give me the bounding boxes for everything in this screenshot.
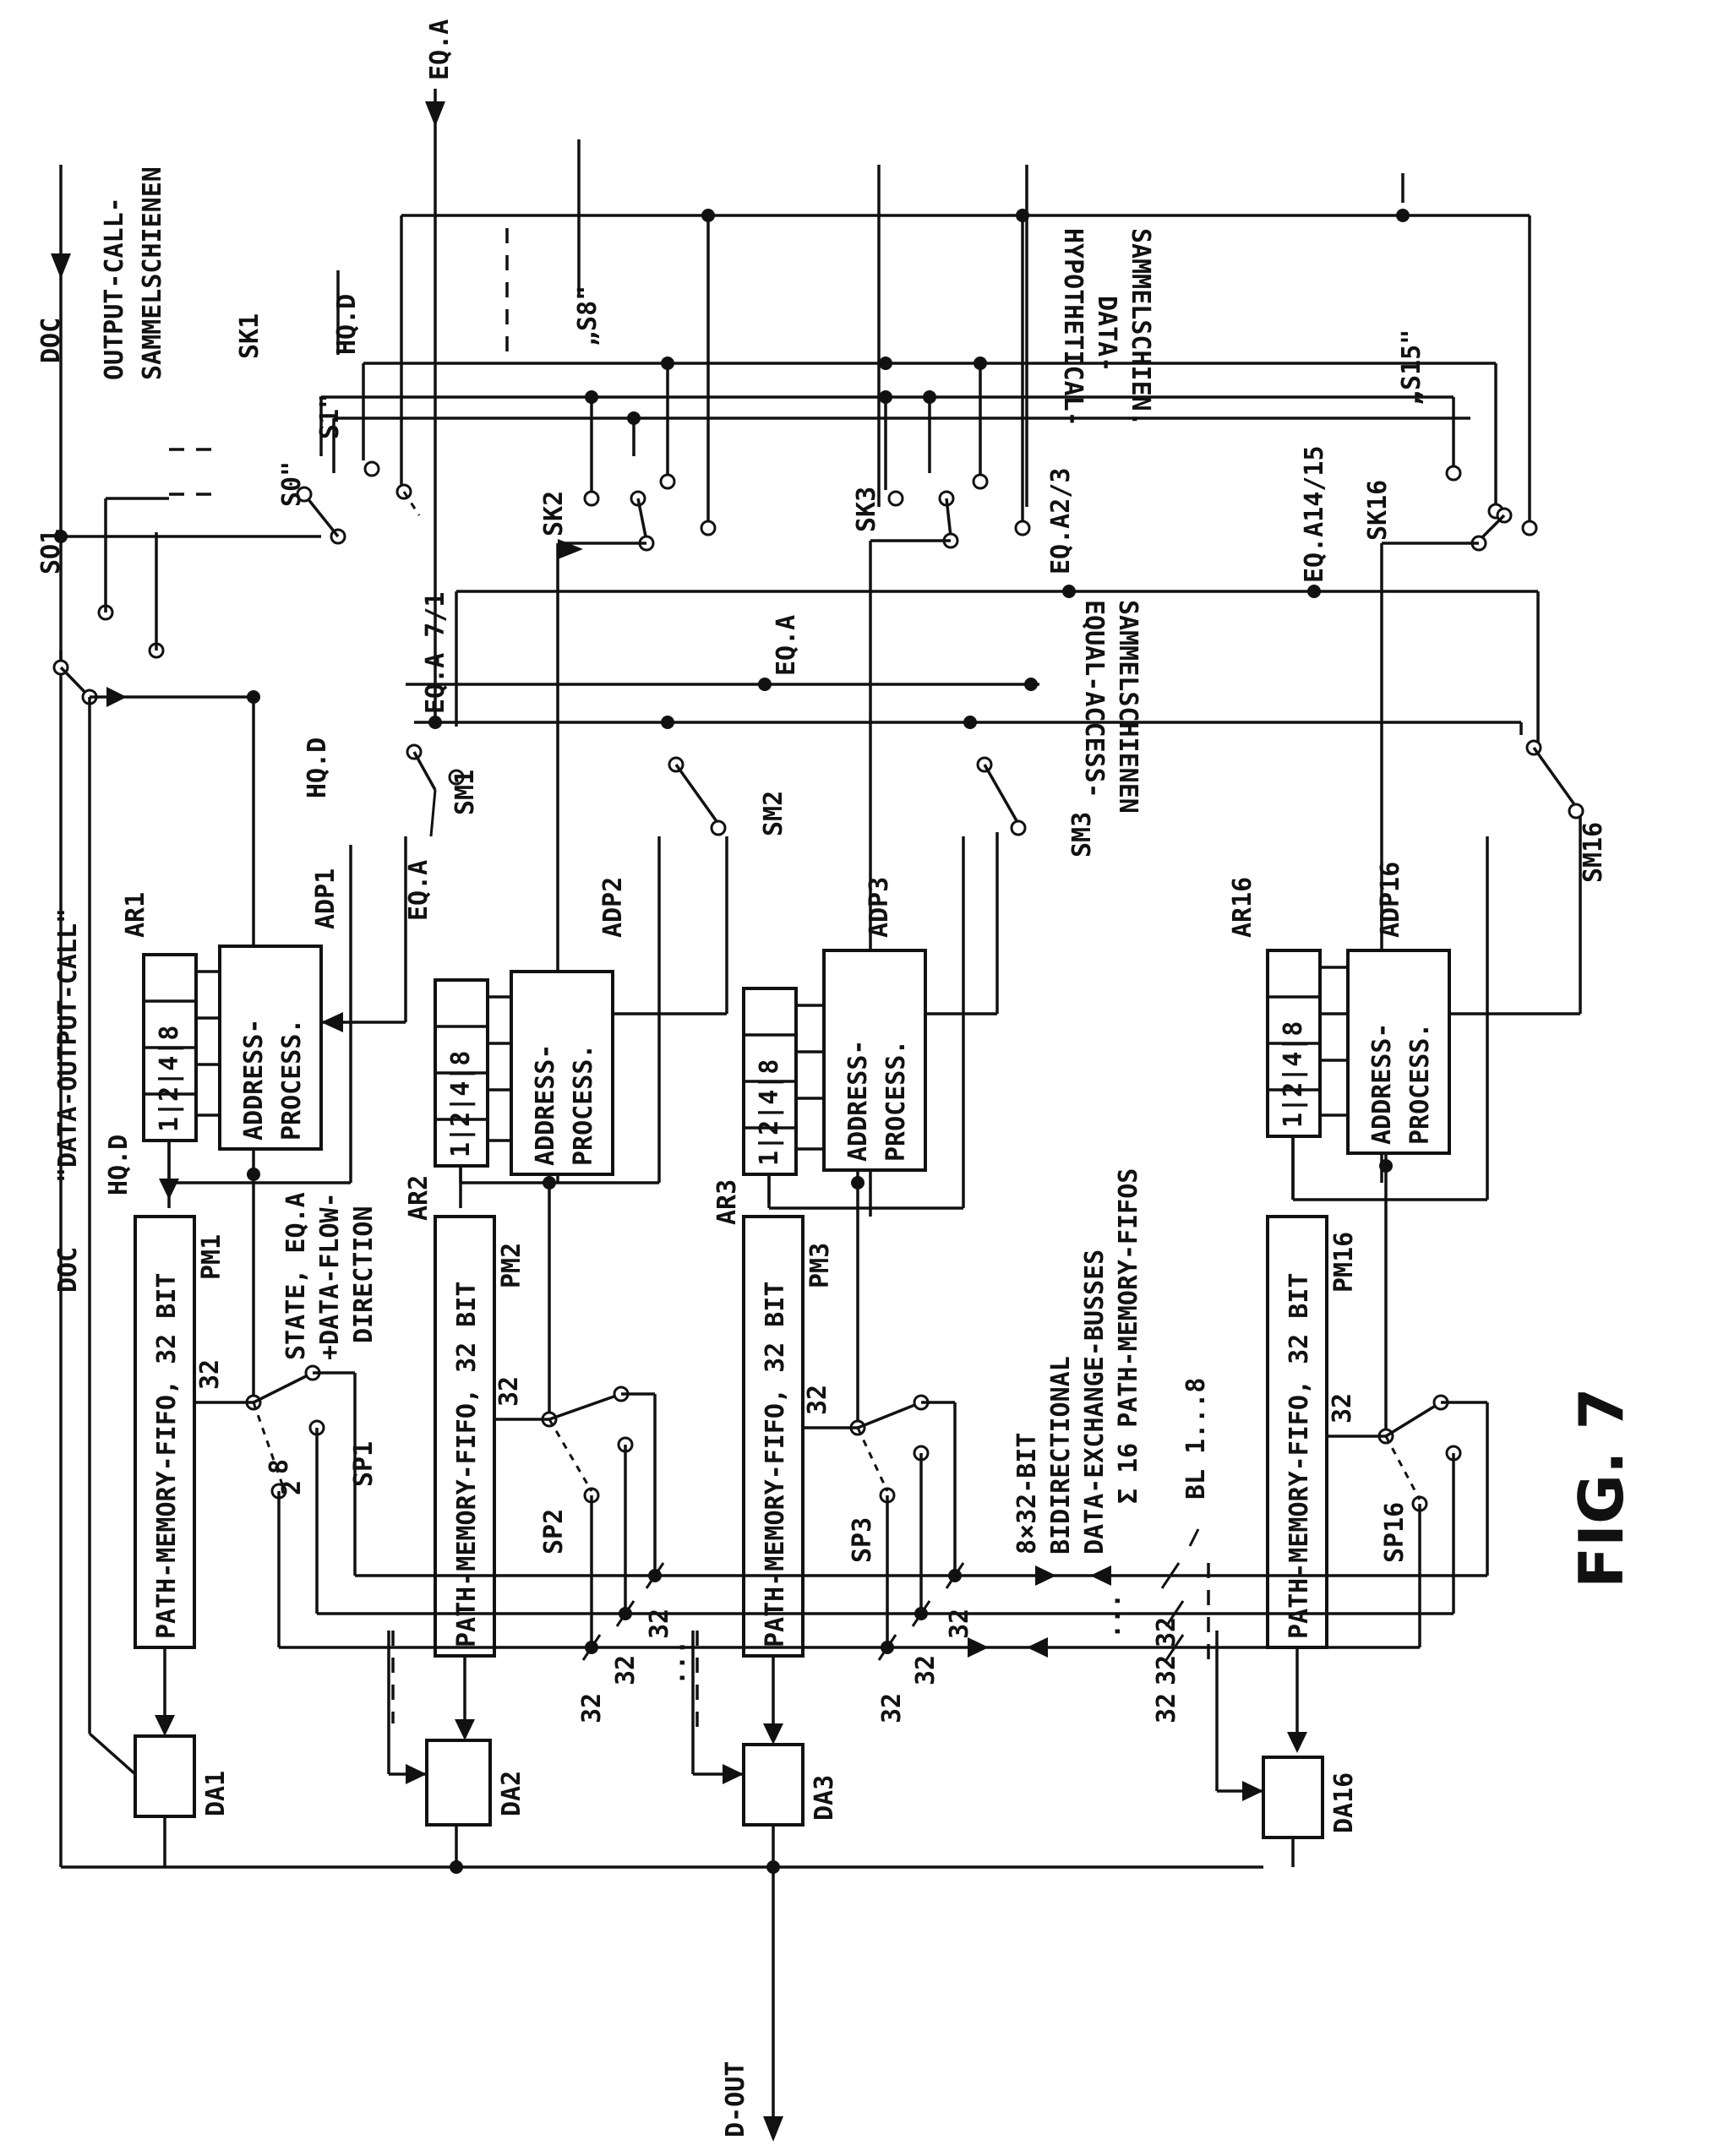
label-eqa-2-3: EQ.A2/3: [1046, 468, 1076, 574]
label-bus-2: BIDIRECTIONAL: [1046, 1356, 1076, 1554]
label-sk16: SK16: [1363, 480, 1393, 541]
label-sk3: SK3: [852, 487, 881, 532]
label-da2: DA2: [497, 1771, 526, 1816]
pm2-text: PATH-MEMORY-FIFO, 32 BIT: [452, 1282, 482, 1647]
ar3-cells: 1|2|4|8: [755, 1059, 784, 1166]
bits-32-pm1: 32: [195, 1359, 225, 1390]
label-pm3: PM3: [805, 1243, 835, 1288]
bus-ellipsis-2: ...: [1097, 1593, 1126, 1639]
label-doc-left: DOC: [53, 1247, 83, 1293]
label-hqd-mid: HQ.D: [303, 738, 332, 798]
label-adp16: ADP16: [1376, 862, 1405, 938]
adp3-text-1: ADDRESS-: [843, 1040, 873, 1162]
adp2-text-2: PROCESS.: [569, 1044, 598, 1167]
label-ar3: AR3: [712, 1179, 742, 1225]
label-d-out: D-OUT: [721, 2061, 750, 2137]
label-hypothetical-2: DATA-: [1092, 296, 1121, 372]
label-sp1: SP1: [349, 1441, 379, 1487]
label-doc-top: DOC: [36, 318, 66, 363]
label-sp16: SP16: [1380, 1502, 1410, 1563]
label-eqa-sp: EQ.A: [404, 860, 434, 921]
label-pm2: PM2: [497, 1243, 526, 1288]
label-sm3: SM3: [1067, 812, 1097, 858]
label-adp1: ADP1: [311, 868, 341, 929]
bus-bits-g: 32: [1152, 1693, 1181, 1723]
ar2-cells: 1|2|4|8: [446, 1051, 476, 1157]
bus-bits-c: 32: [645, 1609, 674, 1639]
adp16-text-2: PROCESS.: [1405, 1023, 1435, 1146]
bus-bits-b: 32: [611, 1655, 641, 1685]
label-hypothetical-1: HYPOTHETICAL-: [1058, 228, 1088, 427]
bus-bits-a: 32: [577, 1693, 607, 1723]
label-bl: BL 1...8: [1181, 1378, 1211, 1500]
label-sm2: SM2: [759, 791, 788, 836]
label-so1: SO1: [36, 529, 66, 574]
pm16-text: PATH-MEMORY-FIFO, 32 BIT: [1284, 1273, 1314, 1639]
bits-32-pm2: 32: [494, 1376, 524, 1407]
label-equal-access-2: SAMMELSCHIENEN: [1113, 600, 1143, 814]
bus-bits-d: 32: [877, 1693, 907, 1723]
label-ar2: AR2: [404, 1175, 434, 1221]
label-sp2: SP2: [539, 1509, 569, 1554]
bus-bits-h: 32: [1152, 1655, 1181, 1685]
label-eqa-14-15: EQ.A14/15: [1300, 445, 1329, 583]
bits-32-pm3: 32: [803, 1385, 832, 1415]
label-sp3: SP3: [848, 1517, 877, 1563]
bits-2: 2: [277, 1480, 307, 1495]
label-sk2: SK2: [539, 491, 569, 536]
label-pm16: PM16: [1329, 1232, 1359, 1293]
label-ar16: AR16: [1228, 877, 1257, 938]
label-ar1: AR1: [121, 892, 150, 938]
bits-32-pm16: 32: [1328, 1393, 1357, 1424]
bits-8: 8: [265, 1459, 294, 1474]
bus-ellipsis-1: ...: [662, 1640, 691, 1685]
label-adp3: ADP3: [864, 877, 894, 938]
adp2-text-1: ADDRESS-: [531, 1044, 560, 1167]
label-da16: DA16: [1329, 1772, 1359, 1833]
ar16-cells: 1|2|4|8: [1279, 1021, 1308, 1128]
label-bus-3: DATA-EXCHANGE-BUSSES: [1080, 1250, 1110, 1554]
label-data-output-call: "DATA-OUTPUT-CALL": [53, 908, 83, 1183]
label-eqa-7-1: EQ.A 7/1: [421, 592, 450, 715]
figure-label: FIG. 7: [1566, 1387, 1637, 1588]
adp16-text-1: ADDRESS-: [1367, 1023, 1397, 1146]
label-sm1: SM1: [450, 770, 480, 815]
adp1-text-1: ADDRESS-: [239, 1019, 269, 1141]
label-hqd-top: HQ.D: [332, 294, 362, 355]
adp1-text-2: PROCESS.: [277, 1019, 307, 1141]
label-eqa-top: EQ.A: [425, 19, 455, 80]
label-eqa-mid: EQ.A: [772, 615, 801, 676]
label-adp2: ADP2: [598, 877, 628, 938]
label-sum-16: Σ 16 PATH-MEMORY-FIFOS: [1114, 1168, 1143, 1504]
pm3-text: PATH-MEMORY-FIFO, 32 BIT: [761, 1282, 790, 1647]
label-hypothetical-3: SAMMELSCHIEN.: [1126, 228, 1155, 427]
label-equal-access-1: EQUAL-ACCESS-: [1079, 600, 1109, 798]
label-sk1: SK1: [235, 313, 265, 359]
label-s8: „S8": [573, 286, 603, 346]
label-s15: „S15": [1397, 329, 1426, 406]
label-da3: DA3: [810, 1775, 839, 1821]
bus-bits-i: 32: [1152, 1617, 1181, 1647]
pm1-text: PATH-MEMORY-FIFO, 32 BIT: [152, 1273, 182, 1639]
label-hqd-left: HQ.D: [104, 1135, 134, 1195]
label-s1: S1": [315, 394, 345, 439]
label-output-call-bus-2: SAMMELSCHIENEN: [138, 166, 167, 380]
label-state-1: STATE, EQ.A: [281, 1192, 311, 1360]
label-state-2: +DATA-FLOW-: [315, 1192, 345, 1360]
ar1-cells: 1|2|4|8: [155, 1026, 184, 1132]
bus-bits-e: 32: [911, 1655, 941, 1685]
adp3-text-2: PROCESS.: [881, 1040, 911, 1162]
label-sm16: SM16: [1579, 822, 1608, 883]
label-da1: DA1: [201, 1771, 231, 1816]
label-pm1: PM1: [197, 1234, 226, 1280]
label-bus-1: 8×32-BIT: [1012, 1433, 1042, 1555]
label-output-call-bus-1: OUTPUT-CALL-: [100, 197, 129, 380]
label-s0: S0": [277, 461, 307, 507]
bus-bits-f: 32: [945, 1609, 974, 1639]
label-state-3: DIRECTION: [349, 1206, 379, 1343]
